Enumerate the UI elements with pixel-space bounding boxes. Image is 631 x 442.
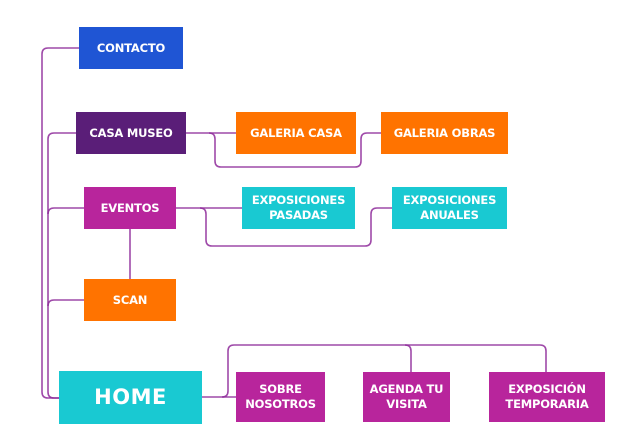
edge-home-eventos (47, 207, 84, 215)
node-galeria-casa[interactable]: GALERIA CASA (236, 112, 356, 154)
edge-home-contacto (41, 47, 79, 399)
edge-eventos-exposiciones-anuales (199, 207, 392, 247)
node-casa-museo[interactable]: CASA MUSEO (76, 112, 186, 154)
edge-home-agenda (404, 344, 412, 372)
node-exposiciones-pasadas[interactable]: EXPOSICIONES PASADAS (242, 187, 355, 229)
node-scan[interactable]: SCAN (84, 279, 176, 321)
node-sobre-nosotros[interactable]: SOBRE NOSOTROS (236, 372, 325, 422)
node-exposicion-temporaria[interactable]: EXPOSICIÓN TEMPORARIA (489, 372, 605, 422)
edge-home-scan (47, 299, 84, 307)
node-exposiciones-anuales[interactable]: EXPOSICIONES ANUALES (392, 187, 507, 229)
edge-home-bottom-bus (221, 344, 547, 398)
node-contacto[interactable]: CONTACTO (79, 27, 183, 69)
node-eventos[interactable]: EVENTOS (84, 187, 176, 229)
node-agenda-tu-visita[interactable]: AGENDA TU VISITA (363, 372, 450, 422)
edge-home-casa-museo (47, 132, 76, 399)
node-home[interactable]: HOME (59, 371, 202, 424)
node-galeria-obras[interactable]: GALERIA OBRAS (381, 112, 508, 154)
edge-casa-museo-galeria-obras (208, 132, 381, 168)
